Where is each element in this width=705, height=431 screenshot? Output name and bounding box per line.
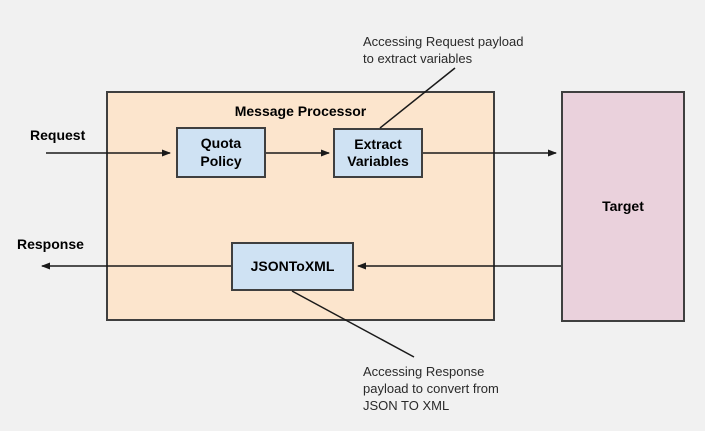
request-payload-annotation: Accessing Request payload to extract var… — [363, 34, 524, 66]
quota-policy-node: Quota Policy — [176, 127, 266, 178]
extract-variables-node: Extract Variables — [333, 128, 423, 178]
response-payload-annotation: Accessing Response payload to convert fr… — [363, 364, 499, 413]
json-to-xml-node: JSONToXML — [231, 242, 354, 291]
target-node: Target — [561, 91, 685, 322]
request-flow-label: Request — [30, 127, 86, 143]
message-processor-title: Message Processor — [234, 103, 367, 119]
response-flow-label: Response — [17, 236, 84, 252]
